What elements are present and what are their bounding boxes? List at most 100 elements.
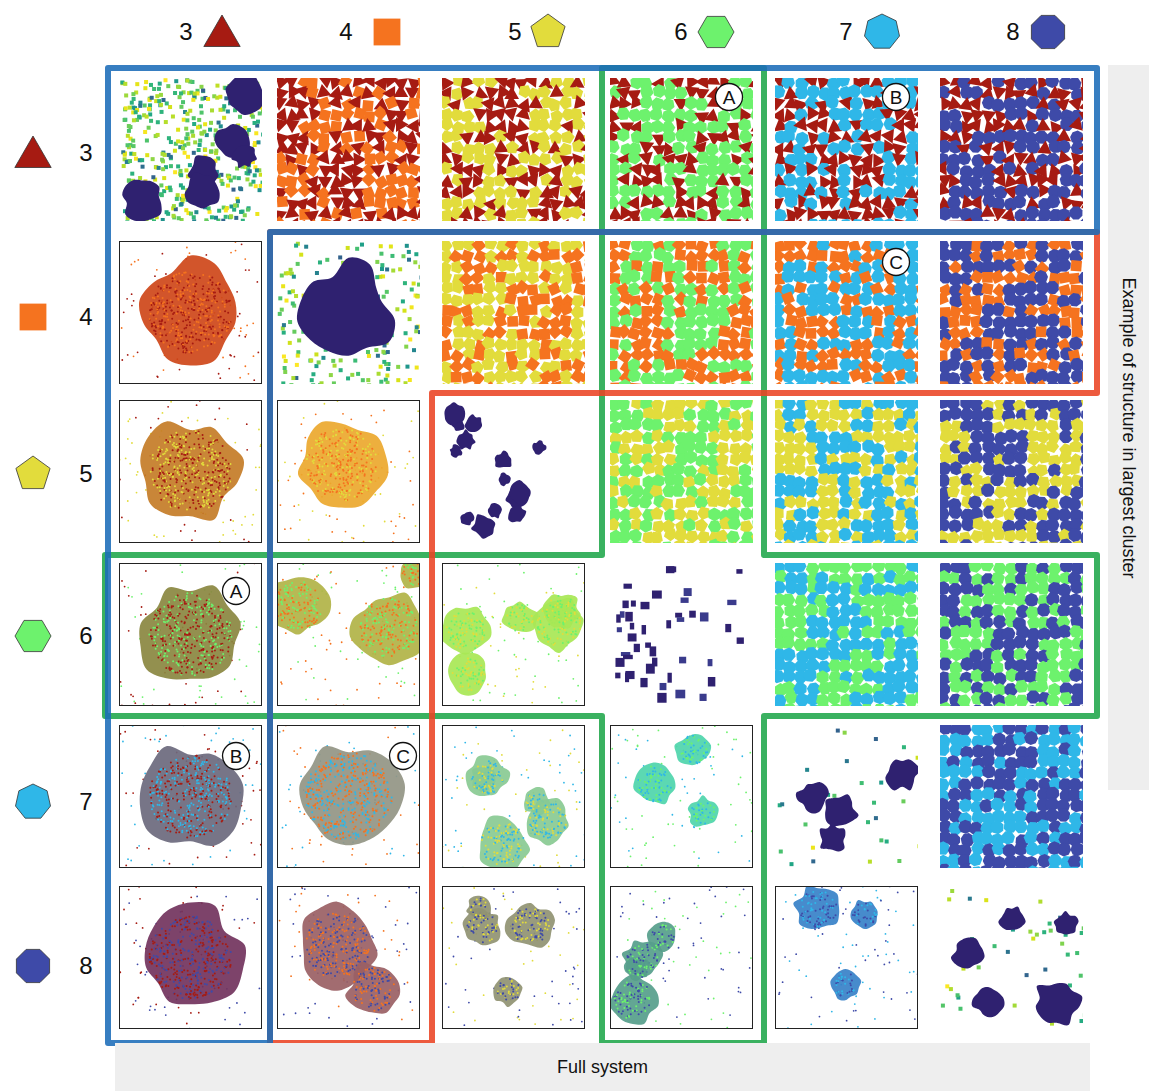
- cluster-particle: [182, 289, 184, 291]
- density-cell: [177, 216, 181, 220]
- free-particle: [246, 324, 248, 326]
- particle-cluster: [139, 255, 237, 365]
- particle: [750, 221, 753, 222]
- cluster-particle: [159, 328, 161, 330]
- cluster-particle: [160, 340, 162, 342]
- cluster-particle: [163, 315, 165, 317]
- cluster-particle: [161, 320, 163, 322]
- free-particle: [248, 373, 250, 375]
- particle: [838, 118, 852, 132]
- particle: [992, 208, 1007, 221]
- free-particle: [248, 269, 250, 271]
- panel-background: [610, 78, 753, 221]
- particle: [993, 173, 1006, 188]
- cluster-particle: [228, 300, 230, 302]
- particle: [582, 217, 585, 221]
- particle: [851, 142, 865, 155]
- particle: [1026, 206, 1039, 219]
- cluster-particle: [180, 291, 182, 293]
- cluster-particle: [157, 295, 159, 297]
- density-cell: [124, 106, 128, 110]
- cluster-particle: [205, 338, 207, 340]
- particle: [784, 173, 797, 187]
- cluster-particle: [227, 300, 229, 302]
- cluster-particle: [191, 308, 193, 310]
- particle: [414, 172, 420, 187]
- free-particle: [127, 354, 129, 356]
- particle: [795, 132, 809, 146]
- cluster-particle: [176, 338, 178, 340]
- particle: [584, 175, 585, 188]
- cluster-particle: [193, 300, 195, 302]
- cluster-particle: [153, 330, 155, 332]
- cluster-particle: [227, 327, 229, 329]
- cluster-particle: [177, 334, 179, 336]
- cluster-particle: [164, 328, 166, 330]
- cluster-particle: [188, 316, 190, 318]
- particle: [524, 78, 537, 88]
- particle: [384, 150, 399, 165]
- density-cell: [251, 180, 255, 184]
- particle: [493, 205, 507, 219]
- density-cell: [159, 183, 163, 187]
- particle: [904, 185, 919, 198]
- particle: [547, 98, 560, 111]
- particle: [394, 84, 409, 97]
- cluster-particle: [219, 290, 221, 292]
- particle: [661, 98, 674, 112]
- panel-background: [277, 241, 420, 384]
- cluster-particle: [197, 310, 199, 312]
- particle: [750, 198, 753, 210]
- density-cell: [145, 115, 149, 119]
- particle: [617, 78, 632, 88]
- simulation-panel: [277, 78, 420, 221]
- cluster-particle: [158, 300, 160, 302]
- particle: [316, 195, 330, 209]
- free-particle: [156, 375, 158, 377]
- particle: [617, 107, 631, 120]
- cluster-particle: [175, 295, 177, 297]
- cluster-particle: [202, 293, 204, 295]
- particle: [1077, 150, 1083, 165]
- particle: [408, 187, 419, 198]
- particle: [683, 160, 698, 174]
- density-cell: [179, 105, 183, 109]
- free-particle: [253, 355, 255, 357]
- particle: [685, 109, 697, 123]
- cluster-particle: [191, 332, 193, 334]
- cluster-particle: [177, 280, 179, 282]
- particle: [805, 119, 818, 134]
- density-cell: [164, 120, 168, 124]
- particle: [294, 141, 308, 155]
- particle: [1035, 218, 1049, 221]
- cluster-particle: [156, 313, 158, 315]
- density-cell: [233, 176, 237, 180]
- density-cell: [201, 89, 205, 93]
- free-particle: [252, 322, 254, 324]
- particle: [739, 130, 753, 143]
- density-cell: [203, 122, 207, 126]
- density-cell: [176, 85, 180, 89]
- density-cell: [180, 202, 184, 206]
- density-cell: [238, 186, 242, 190]
- cluster-particle: [184, 302, 186, 304]
- particle: [914, 116, 919, 130]
- cluster-particle: [187, 281, 189, 283]
- cluster-particle: [166, 286, 168, 288]
- particle: [537, 108, 550, 121]
- cluster-particle: [213, 298, 215, 300]
- particle: [493, 196, 506, 209]
- free-particle: [189, 252, 191, 254]
- density-cell: [162, 98, 166, 102]
- cluster-particle: [162, 289, 164, 291]
- cluster-particle: [183, 287, 185, 289]
- particle: [317, 140, 330, 153]
- cluster-particle: [195, 293, 197, 295]
- density-cell: [148, 103, 152, 107]
- particle: [416, 194, 420, 209]
- density-cell: [255, 212, 259, 216]
- particle: [791, 218, 805, 221]
- particle: [914, 175, 918, 189]
- particle: [913, 107, 918, 122]
- density-cell: [215, 84, 219, 88]
